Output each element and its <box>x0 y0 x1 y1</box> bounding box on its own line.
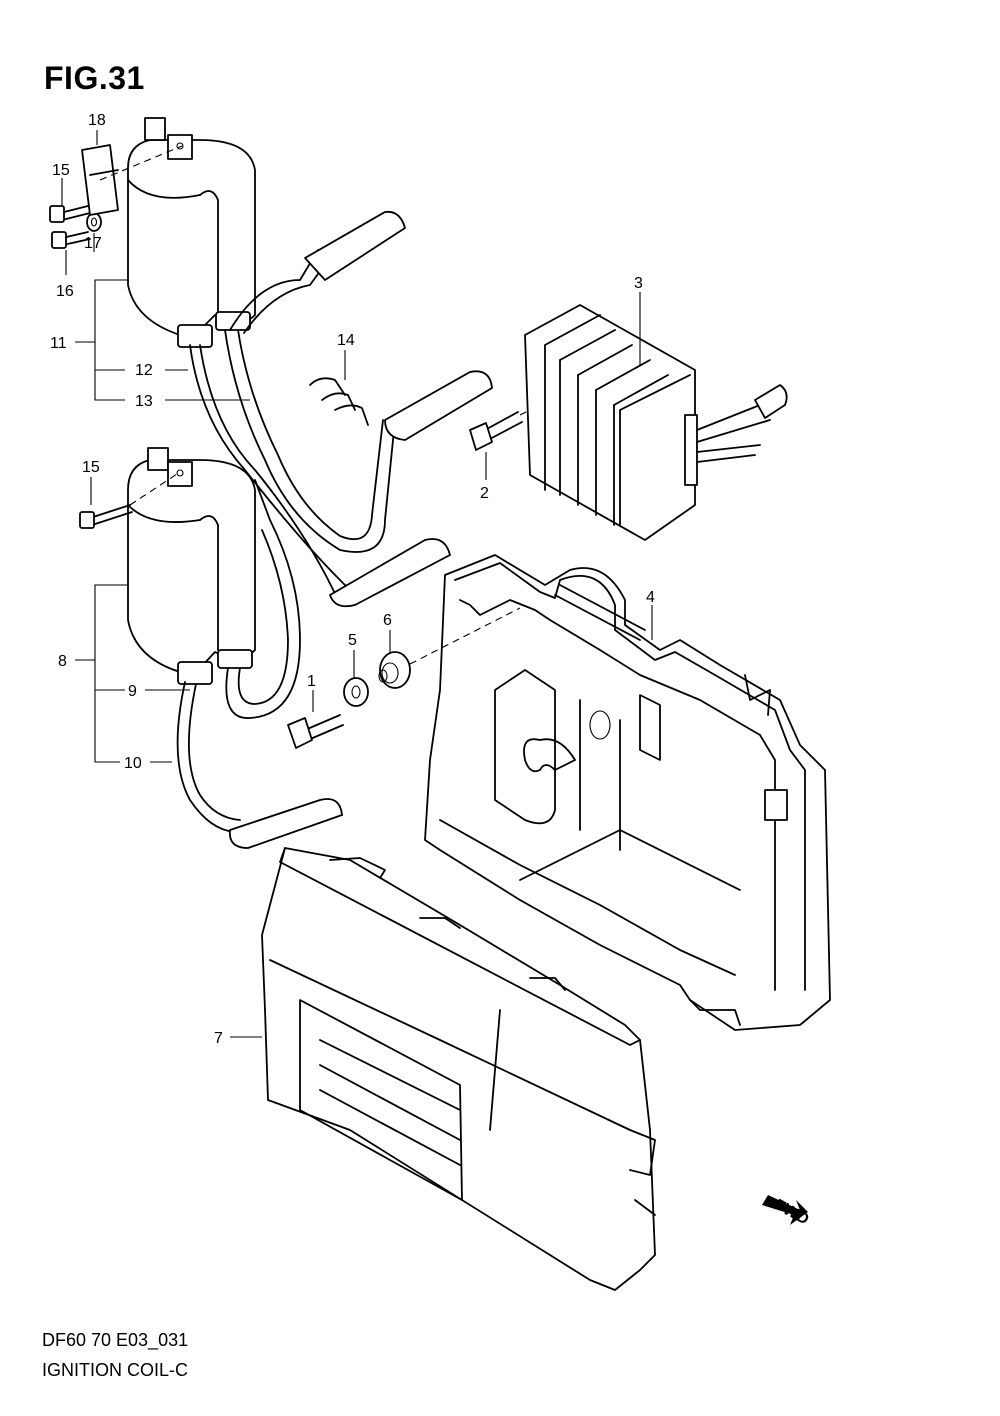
callout-5: 5 <box>348 632 357 649</box>
callout-17: 17 <box>84 235 102 252</box>
fwd-arrow-icon: FWD <box>762 1195 812 1228</box>
screw-2 <box>469 411 523 451</box>
regulator-3 <box>524 304 788 541</box>
callout-10: 10 <box>124 755 142 772</box>
plug-cap-lower <box>228 798 343 849</box>
callout-7: 7 <box>214 1030 223 1047</box>
leader-lines <box>61 130 653 1038</box>
lower-ignition-coil <box>127 447 256 685</box>
callouts: 18 15 17 16 11 12 13 14 3 2 15 4 6 5 8 1… <box>50 112 655 1047</box>
clip-14 <box>309 377 369 426</box>
upper-ignition-coil <box>127 117 256 348</box>
callout-14: 14 <box>337 332 355 349</box>
bolt-15-lower <box>79 504 133 529</box>
callout-2: 2 <box>480 485 489 502</box>
diagram-code: DF60 70 E03_031 <box>42 1330 189 1350</box>
washer-5 <box>343 677 369 707</box>
washer-17 <box>86 212 102 232</box>
plug-cap-upper-3 <box>329 538 451 608</box>
lead-9 <box>225 479 301 719</box>
callout-13: 13 <box>135 393 153 410</box>
lead-10 <box>176 681 236 833</box>
cover-7 <box>261 847 656 1291</box>
callout-8: 8 <box>58 653 67 670</box>
callout-3: 3 <box>634 275 643 292</box>
callout-12: 12 <box>135 362 153 379</box>
callout-4: 4 <box>646 589 655 606</box>
bolt-16 <box>51 231 91 249</box>
plug-cap-upper-1 <box>304 210 406 281</box>
lead-13 <box>224 329 396 553</box>
bolt-1 <box>287 714 344 749</box>
callout-18: 18 <box>88 112 106 129</box>
figure-title: FIG.31 <box>44 60 145 96</box>
lead-12 <box>189 344 351 591</box>
diagram-name: IGNITION COIL-C <box>42 1360 189 1380</box>
grommet-6 <box>378 651 411 689</box>
callout-15-upper: 15 <box>52 162 70 179</box>
callout-15-lower: 15 <box>82 459 100 476</box>
callout-9: 9 <box>128 683 137 700</box>
callout-6: 6 <box>383 612 392 629</box>
callout-11: 11 <box>50 335 67 352</box>
plug-cap-upper-2 <box>384 370 493 441</box>
callout-1: 1 <box>307 673 316 690</box>
callout-16: 16 <box>56 283 74 300</box>
holder-4 <box>424 554 831 1031</box>
